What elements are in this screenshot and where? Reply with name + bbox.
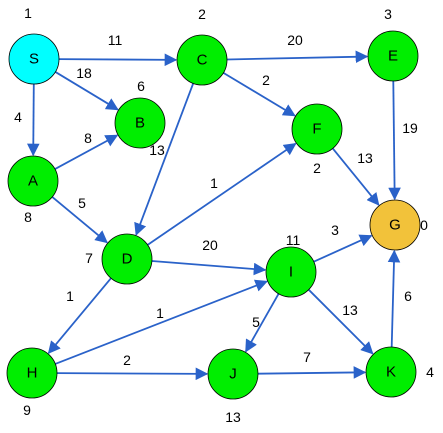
node-k: K [365,346,417,398]
node-label-h: H [27,365,38,382]
edge-e-g [388,80,401,201]
edge-s-a [27,83,40,157]
node-value-f: 2 [313,160,321,176]
node-value-a: 8 [24,209,32,225]
node-circle-g [369,199,421,251]
edge-f-g [332,147,380,206]
edge-weight-e-g: 19 [402,120,418,136]
edge-weight-d-f: 1 [210,175,218,191]
edge-i-j [245,293,280,353]
edge-weight-i-j: 5 [252,314,260,330]
edge-c-f [222,72,296,117]
node-e: E [367,30,419,82]
edge-j-k [257,366,367,379]
edge-s-c [58,53,178,67]
node-circle-k [365,346,417,398]
edge-weight-k-g: 6 [404,288,412,304]
edge-d-f [147,142,297,246]
node-s: S [8,33,60,85]
edge-weight-i-g: 3 [331,222,339,238]
edge-weight-c-e: 20 [287,32,303,48]
edge-weight-i-k: 13 [342,302,358,318]
node-circle-h [6,347,58,399]
node-label-j: J [229,366,237,383]
edge-weight-h-j: 2 [123,352,131,368]
edge-k-g [387,249,401,348]
node-circle-f [291,103,343,155]
node-value-k: 4 [426,364,434,380]
edge-a-b [54,134,119,170]
node-h: H [6,347,58,399]
node-c: C [176,34,228,86]
node-value-j: 13 [225,409,241,425]
node-g: G [369,199,421,251]
edge-weight-s-b: 18 [76,65,92,81]
node-a: A [7,155,59,207]
edge-a-d [51,196,108,244]
node-circle-i [265,246,317,298]
edge-i-g [313,234,373,263]
node-circle-e [367,30,419,82]
node-value-b: 6 [137,78,145,94]
edge-weight-s-c: 11 [108,32,123,48]
edge-s-b [54,71,119,111]
node-value-s: 1 [24,5,32,21]
node-label-f: F [312,121,321,138]
edge-h-j [56,367,209,381]
node-label-i: I [289,264,293,281]
extra-value-b-extra: 13 [149,142,165,158]
node-value-e: 3 [384,6,392,22]
edge-h-i [54,279,268,365]
node-label-c: C [197,52,208,69]
edge-d-h [47,277,112,354]
node-circle-s [8,33,60,85]
node-value-i: 11 [286,232,301,248]
edge-weight-c-f: 2 [262,72,270,88]
edge-weight-j-k: 7 [303,349,311,365]
edge-c-e [226,50,369,64]
edge-i-k [308,289,374,355]
node-label-k: K [386,364,396,381]
node-circle-b [114,97,166,149]
node-label-g: G [389,217,401,234]
node-label-s: S [29,51,39,68]
edge-c-d [134,83,195,236]
node-j: J [207,348,259,400]
node-circle-a [7,155,59,207]
edge-weight-f-g: 13 [357,150,373,166]
node-circle-j [207,348,259,400]
node-label-a: A [28,173,38,190]
node-circle-c [176,34,228,86]
node-value-g: 0 [420,217,428,233]
edge-d-i [151,260,267,276]
edge-weight-d-i: 20 [202,237,218,253]
nodes: S C E B F A G D I H J K [6,30,421,400]
node-d: D [101,233,153,285]
edge-weight-s-a: 4 [14,109,22,125]
edge-weight-d-h: 1 [66,288,74,304]
node-circle-d [101,233,153,285]
node-value-d: 7 [85,250,93,266]
edges [27,50,401,381]
node-value-c: 2 [198,6,206,22]
node-value-h: 9 [23,402,31,418]
node-label-d: D [122,251,133,268]
edge-weight-h-i: 1 [156,305,164,321]
node-label-b: B [135,115,145,132]
node-label-e: E [388,48,398,65]
edge-weight-a-b: 8 [84,130,92,146]
edge-weight-a-d: 5 [78,195,86,211]
node-i: I [265,246,317,298]
node-b: B [114,97,166,149]
node-f: F [291,103,343,155]
